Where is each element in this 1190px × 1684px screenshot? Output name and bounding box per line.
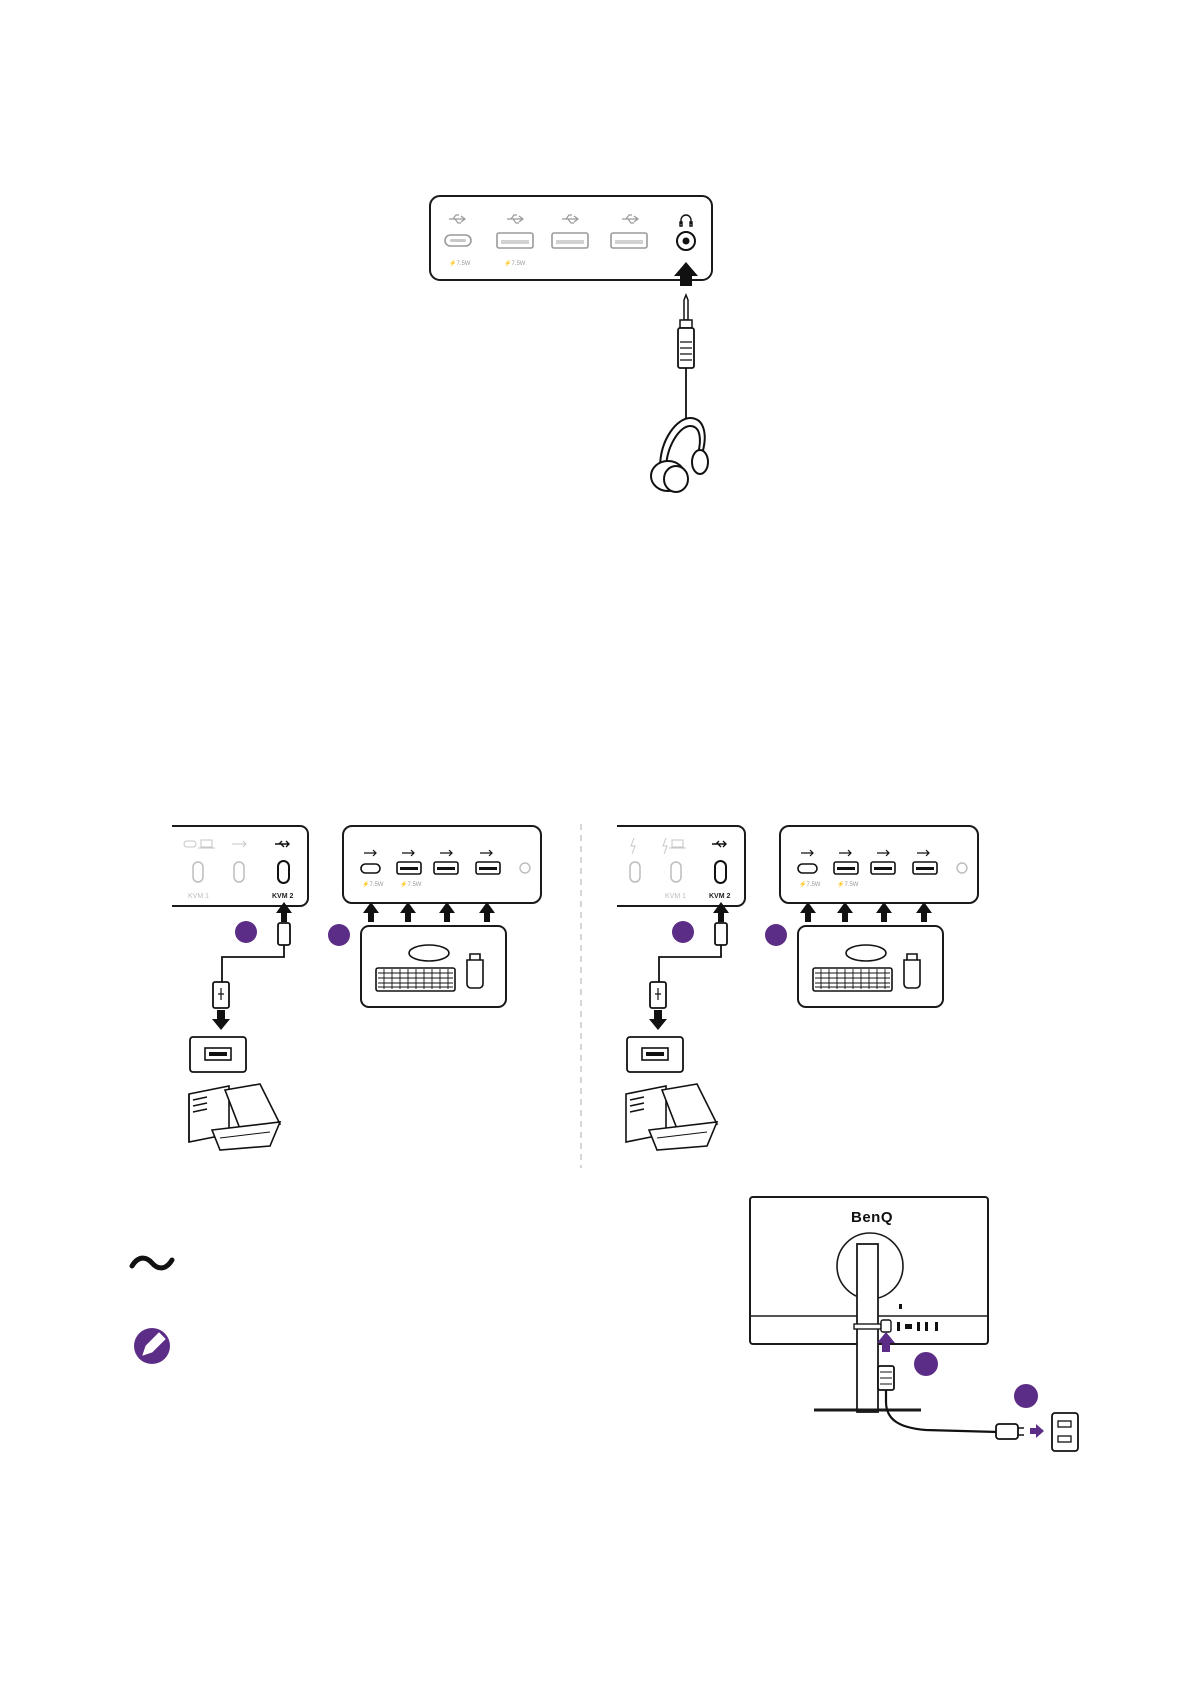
headphones-icon	[651, 418, 708, 492]
kvm-diagram-right: KVM 1 KVM 2	[617, 826, 978, 1150]
kvm1-usb-c-port[interactable]	[671, 862, 681, 882]
port-wattage-label: ⚡7.5W	[504, 259, 526, 267]
peripherals-box	[798, 926, 943, 1007]
step-badge	[672, 921, 694, 943]
mouse-icon	[846, 945, 886, 961]
insert-arrow-icon	[800, 902, 932, 922]
port-wattage-label: ⚡7.5W	[449, 259, 471, 267]
audio-plug	[678, 295, 694, 418]
port-wattage-label: ⚡7.5W	[799, 880, 821, 888]
headphone-jack-port	[520, 863, 530, 873]
insert-arrow-icon	[363, 902, 495, 922]
usb-c-port[interactable]	[798, 864, 817, 873]
insert-arrow-icon	[1030, 1424, 1044, 1438]
headphone-jack-port	[957, 863, 967, 873]
kvm2-label: KVM 2	[709, 893, 731, 900]
kvm2-label: KVM 2	[272, 893, 294, 900]
step-badge	[765, 924, 787, 946]
headphone-connection-diagram: ⚡7.5W ⚡7.5W	[430, 196, 712, 492]
power-inlet-port[interactable]	[881, 1320, 891, 1332]
keyboard-icon	[813, 968, 892, 991]
usb-drive-icon	[904, 954, 920, 988]
step-badge	[328, 924, 350, 946]
usb-c-port[interactable]	[630, 862, 640, 882]
usb-drive-icon	[467, 954, 483, 988]
usb-c-port[interactable]	[361, 864, 380, 873]
insert-arrow-icon	[212, 1010, 230, 1030]
wall-outlet	[1052, 1413, 1078, 1451]
kvm1-usb-c-port[interactable]	[193, 862, 203, 882]
insert-arrow-icon	[649, 1010, 667, 1030]
kvm2-usb-c-port[interactable]	[278, 861, 289, 883]
port-wattage-label: ⚡7.5W	[837, 880, 859, 888]
monitor-power-diagram: BenQ	[750, 1197, 1078, 1451]
step-badge	[235, 921, 257, 943]
port-wattage-label: ⚡7.5W	[400, 880, 422, 888]
brand-logo: BenQ	[851, 1209, 893, 1226]
mouse-icon	[409, 945, 449, 961]
pencil-note-icon	[134, 1328, 170, 1364]
kvm2-usb-c-port[interactable]	[715, 861, 726, 883]
keyboard-icon	[376, 968, 455, 991]
computer-icon	[626, 1084, 717, 1150]
kvm1-label: KVM 1	[188, 893, 209, 900]
kvm1-label: KVM 1	[665, 893, 686, 900]
step-badge	[1014, 1384, 1038, 1408]
port-wattage-label: ⚡7.5W	[362, 880, 384, 888]
step-badge	[914, 1352, 938, 1376]
peripherals-box	[361, 926, 506, 1007]
computer-icon	[189, 1084, 280, 1150]
kvm-diagram-left: KVM 1 KVM 2	[172, 826, 541, 1150]
usb-c-port[interactable]	[234, 862, 244, 882]
tilde-wave-icon	[132, 1258, 172, 1268]
